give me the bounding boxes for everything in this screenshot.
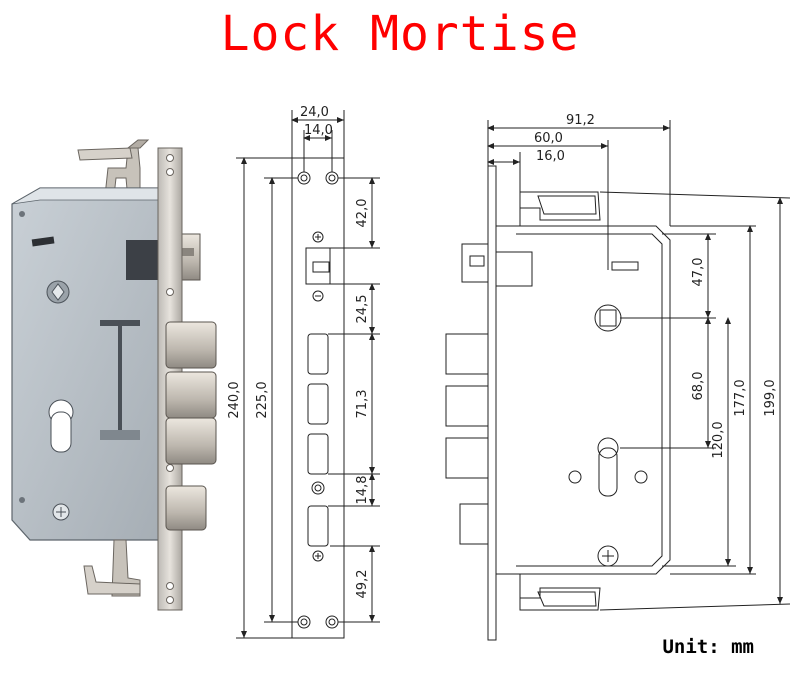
faceplate-drawing: [236, 110, 380, 639]
body-drawing: [445, 120, 791, 641]
dim-depth-total: 91,2: [566, 113, 595, 128]
dim-center-distance: 68,0: [691, 372, 706, 401]
dim-lower-gap: 14,8: [355, 476, 370, 505]
dim-backset: 60,0: [534, 131, 563, 146]
dim-hole-span: 225,0: [255, 381, 270, 418]
dim-latch-gap: 24,5: [355, 295, 370, 324]
dim-spindle-offset: 47,0: [691, 258, 706, 287]
dim-total-length: 240,0: [227, 381, 242, 418]
dim-bottom-offset: 49,2: [355, 570, 370, 599]
page-title: Lock Mortise: [220, 6, 580, 62]
dim-top-width-outer: 24,0: [300, 105, 329, 120]
dim-body-height: 177,0: [733, 379, 748, 416]
dim-top-offset: 42,0: [355, 199, 370, 228]
unit-label: Unit: mm: [662, 636, 754, 658]
lock-photo: [11, 139, 217, 611]
dim-spindle-to-bottom: 120,0: [711, 421, 726, 458]
dim-bolt-span: 71,3: [355, 390, 370, 419]
body-dimension-labels: 91,2 60,0 16,0 47,0 68,0 120,0 177,0 199…: [534, 113, 778, 459]
dim-front-offset: 16,0: [536, 149, 565, 164]
faceplate-dimension-labels: 24,0 14,0 42,0 24,5 71,3 14,8 49,2 225,0…: [227, 105, 370, 598]
dim-overall-height: 199,0: [763, 379, 778, 416]
dim-top-width-inner: 14,0: [304, 123, 333, 138]
